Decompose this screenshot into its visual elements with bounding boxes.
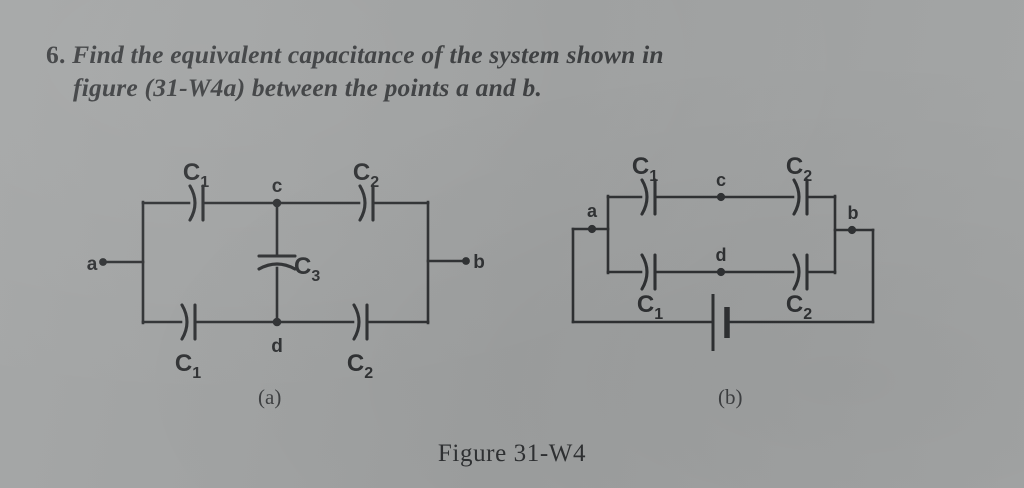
capacitor-b-bottom-left [640,253,657,291]
label-a-terminal-a: a [87,254,98,275]
label-b-terminal-b: b [848,203,859,223]
label-b-c1-bottom: C1 [637,291,663,323]
label-a-node-d: d [271,336,283,357]
question-line-2: figure (31-W4a) between the points a and… [73,73,543,102]
label-b-c2-top: C2 [786,153,812,185]
capacitor-a-bottom-left [180,303,197,341]
junction-dot-c [272,198,282,208]
figure-caption: Figure 31-W4 [437,440,587,467]
terminal-dot-b [462,257,470,265]
capacitor-b-top-left [640,178,657,216]
label-b-c1-top: C1 [632,153,658,185]
terminal-dot-a [99,258,107,266]
circuit-a-wires [103,200,468,325]
label-b-terminal-a: a [587,201,598,221]
question-block: 6. Find the equivalent capacitance of th… [46,38,946,104]
label-a-c3-middle: C3 [294,253,320,285]
question-number: 6. [46,40,66,69]
junction-dot-d-b [716,267,726,277]
question-line-1: 6. Find the equivalent capacitance of th… [46,38,946,71]
circuit-b-wires [571,194,875,324]
capacitor-a-top-right [358,184,375,222]
sub-caption-a: (a) [258,385,282,409]
label-a-c2-bottom: C2 [347,350,373,382]
junction-dot-d [272,317,282,327]
terminal-dot-a-b [587,224,597,234]
capacitor-b-top-right [792,178,809,216]
label-a-c2-top: C2 [353,159,379,191]
question-text-line-1: Find the equivalent capacitance of the s… [72,40,664,69]
label-a-terminal-b: b [473,252,485,273]
capacitor-b-bottom-right [792,253,809,291]
label-a-node-c: c [272,176,283,197]
sub-caption-b: (b) [718,385,743,409]
capacitor-a-top-left [188,184,205,222]
label-b-node-c: c [716,170,726,190]
label-a-c1-bottom: C1 [175,350,201,382]
capacitor-a-bottom-right [352,303,369,341]
label-a-c1-top: C1 [183,159,209,191]
label-b-c2-bottom: C2 [786,291,812,323]
junction-dot-c-b [716,192,726,202]
battery-symbol [711,294,730,351]
terminal-dot-b-b [847,225,857,235]
circuit-b: C1 C2 C1 C2 c d a b [571,153,875,351]
label-b-node-d: d [716,245,727,265]
circuit-a: C1 C2 C3 C1 C2 c d a b [87,159,485,382]
